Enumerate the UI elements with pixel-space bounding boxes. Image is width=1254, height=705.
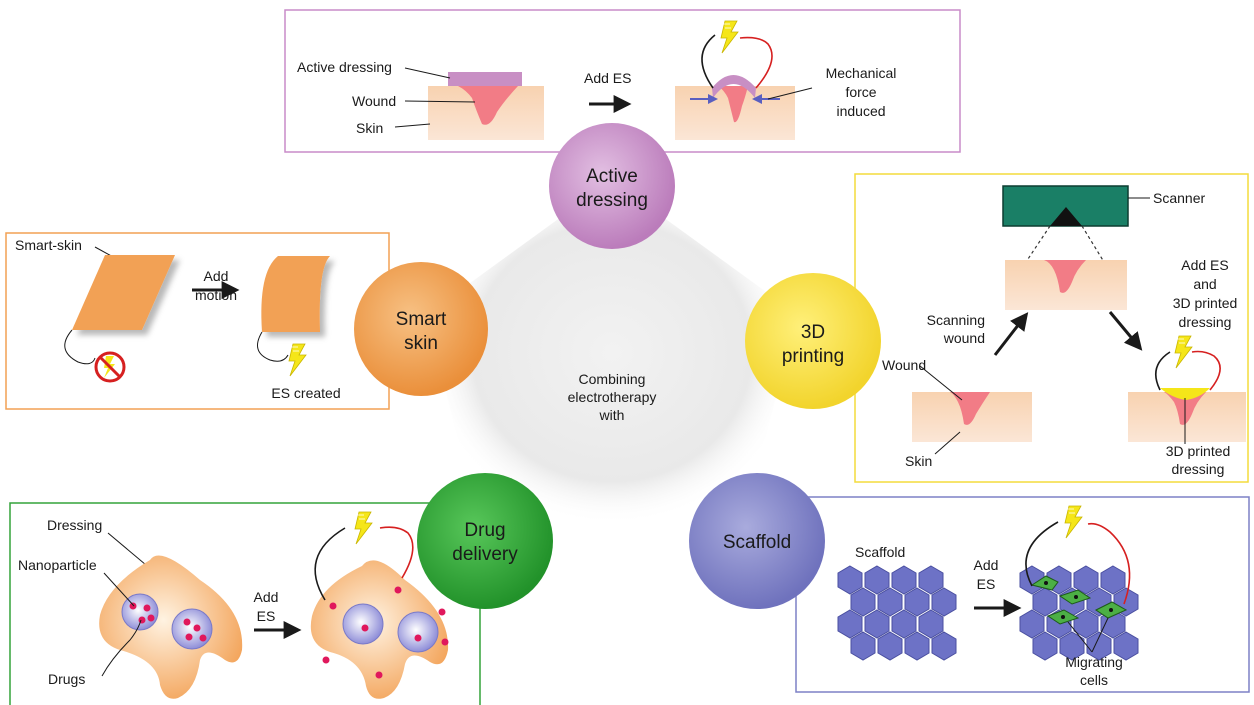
label-cells: cells xyxy=(1080,672,1108,688)
label-nanoparticle: Nanoparticle xyxy=(18,557,97,573)
smart-skin-bent xyxy=(261,256,330,332)
label-es-created: ES created xyxy=(271,385,340,401)
label-skin-3d: Skin xyxy=(905,453,932,469)
svg-text:Drug: Drug xyxy=(464,520,505,541)
label-es-dd: ES xyxy=(257,608,276,624)
label-dressing: Dressing xyxy=(47,517,102,533)
label-migrating: Migrating xyxy=(1065,654,1123,670)
svg-text:Scaffold: Scaffold xyxy=(723,532,791,553)
hub-drug-delivery: Drug delivery xyxy=(417,473,553,609)
label-add-es: Add ES xyxy=(584,70,631,86)
no-es-icon xyxy=(94,351,126,383)
bent-dressing-pad xyxy=(712,75,756,98)
dressing-after xyxy=(310,511,449,699)
svg-text:Active: Active xyxy=(586,166,638,187)
hub-active-dressing: Active dressing xyxy=(549,123,675,249)
label-mechanical: Mechanical xyxy=(826,65,897,81)
center-label: Combining electrotherapy with xyxy=(568,371,657,423)
printed-dressing-fill xyxy=(1160,388,1210,400)
svg-text:Combining: Combining xyxy=(579,371,646,387)
label-force: force xyxy=(845,84,876,100)
label-smart-skin: Smart-skin xyxy=(15,237,82,253)
label-add: Add xyxy=(204,268,229,284)
active-dressing-before: Active dressing Wound Skin xyxy=(297,59,544,140)
label-wound: Wound xyxy=(352,93,396,109)
label-scanning: Scanning xyxy=(927,312,985,328)
label-add-dd: Add xyxy=(254,589,279,605)
label-add-sc: Add xyxy=(974,557,999,573)
svg-text:dressing: dressing xyxy=(576,190,648,211)
label-and: and xyxy=(1193,276,1216,292)
smart-skin-panel xyxy=(5,232,390,410)
svg-text:electrotherapy: electrotherapy xyxy=(568,389,657,405)
label-scanner: Scanner xyxy=(1153,190,1205,206)
dressing-blob xyxy=(99,555,243,699)
hub-scaffold: Scaffold xyxy=(689,473,825,609)
active-dressing-after: Mechanical force induced xyxy=(675,20,897,140)
label-scaffold: Scaffold xyxy=(855,544,905,560)
label-es-sc: ES xyxy=(977,576,996,592)
center-pentagon xyxy=(426,180,798,525)
svg-text:3D: 3D xyxy=(801,322,825,343)
label-add-es-3d: Add ES xyxy=(1181,257,1228,273)
label-printed-dressing: dressing xyxy=(1172,461,1225,477)
arrow-print xyxy=(1108,311,1143,351)
svg-text:delivery: delivery xyxy=(452,544,518,565)
wound-skin-3d xyxy=(912,392,1032,442)
migrating-cells xyxy=(1030,575,1128,625)
svg-text:Smart: Smart xyxy=(396,309,447,330)
label-active-dressing: Active dressing xyxy=(297,59,392,75)
label-wound-3d: Wound xyxy=(882,357,926,373)
arrow-scanning xyxy=(993,312,1029,356)
label-skin: Skin xyxy=(356,120,383,136)
label-scanning-wound: wound xyxy=(943,330,985,346)
wound-shape xyxy=(458,86,518,125)
svg-text:skin: skin xyxy=(404,333,438,354)
label-induced: induced xyxy=(836,103,885,119)
svg-text:with: with xyxy=(599,407,625,423)
label-drugs: Drugs xyxy=(48,671,85,687)
scanned-skin xyxy=(1005,260,1127,310)
hub-3d-printing: 3D printing xyxy=(745,273,881,409)
nanoparticle xyxy=(171,608,213,650)
scanner-icon xyxy=(1050,207,1082,226)
label-printed-3d: 3D printed xyxy=(1166,443,1231,459)
label-dressing-3d: dressing xyxy=(1179,314,1232,330)
hub-smart-skin: Smart skin xyxy=(354,262,488,396)
smart-skin-flat xyxy=(72,255,175,330)
svg-text:printing: printing xyxy=(782,346,844,367)
label-3d-printed: 3D printed xyxy=(1173,295,1238,311)
dressing-pad xyxy=(448,72,522,86)
